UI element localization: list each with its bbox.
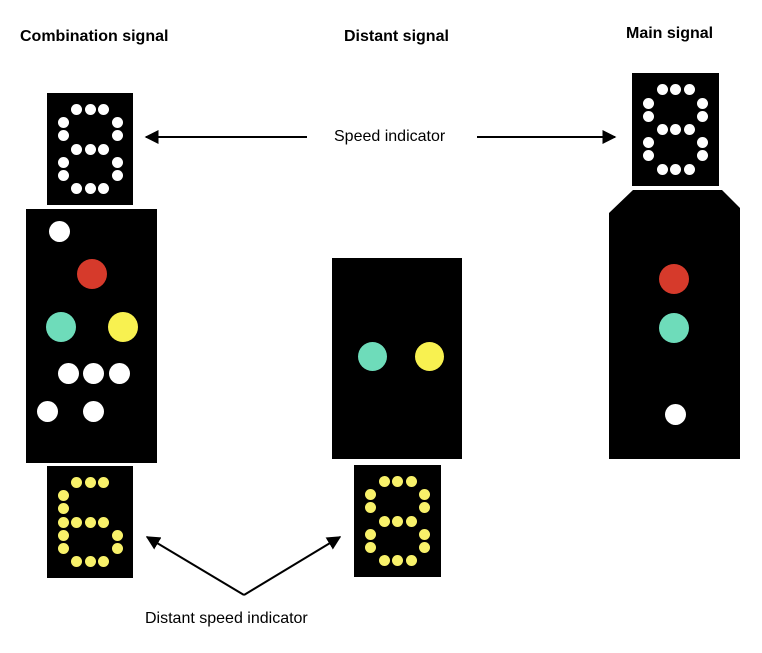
combination-speed-indicator-dot [111, 156, 123, 168]
combination-distant-speed-indicator-dot [111, 542, 123, 554]
combination-speed-indicator-dot [84, 183, 96, 195]
main-speed-indicator-dot [670, 84, 681, 96]
combination-speed-indicator-dot [57, 169, 69, 181]
distant-speed-indicator-dot [419, 502, 430, 514]
main-speed-indicator-dot [643, 97, 654, 109]
distant-signal-title: Distant signal [344, 28, 449, 45]
combination-distant-speed-indicator-dot [57, 490, 69, 502]
distant-speed-indicator-dot [405, 515, 417, 527]
main-white-lamp [665, 404, 686, 425]
combination-distant-speed-indicator-dot [98, 476, 109, 488]
combination-distant-speed-indicator-dot [84, 556, 96, 568]
combination-speed-indicator-dot [84, 143, 96, 155]
distant-speed-indicator-dot [365, 489, 376, 501]
combination-distant-speed-indicator-dot [71, 476, 82, 488]
main-speed-indicator-dot [670, 124, 681, 135]
green-lamp [358, 342, 387, 371]
distant-speed-indicator-dot [405, 475, 417, 487]
red-lamp [77, 259, 107, 289]
main-speed-indicator-dot [656, 124, 668, 135]
white-lamp-row-1 [58, 363, 79, 384]
arrow-to-distant-indicator [243, 536, 342, 596]
main-speed-indicator-dot [683, 84, 695, 96]
distant-speed-indicator-dot [365, 502, 376, 514]
combination-speed-indicator-dot [71, 183, 82, 195]
white-lamp-bottom-right [83, 401, 104, 422]
white-lamp-row-2 [83, 363, 104, 384]
distant-speed-indicator-dot [392, 475, 403, 487]
combination-distant-speed-indicator [47, 466, 133, 578]
yellow-lamp [108, 312, 138, 342]
speed-indicator-label: Speed indicator [334, 128, 446, 145]
combination-speed-indicator-dot [98, 183, 109, 195]
white-lamp-row-3 [109, 363, 130, 384]
main-speed-indicator-dot [697, 110, 708, 122]
combination-speed-indicator-dot [57, 130, 69, 142]
combination-signal-title: Combination signal [20, 28, 169, 45]
distant-speed-indicator-dot [392, 515, 403, 527]
distant-speed-indicator-dot [378, 475, 390, 487]
combination-speed-indicator-dot [111, 130, 123, 142]
distant-speed-indicator-dot [365, 528, 376, 540]
distant-speed-indicator-dot [392, 555, 403, 567]
combination-distant-speed-indicator-dot [98, 516, 109, 528]
combination-distant-speed-indicator-dot [71, 556, 82, 568]
distant-speed-indicator-dot [419, 528, 430, 540]
main-speed-indicator-dot [697, 97, 708, 109]
combination-distant-speed-indicator-dot [84, 476, 96, 488]
main-speed-indicator-dot [683, 124, 695, 135]
combination-speed-indicator-dot [57, 117, 69, 129]
combination-distant-speed-indicator-dot [98, 556, 109, 568]
combination-distant-speed-indicator-dot [57, 542, 69, 554]
combination-distant-speed-indicator-dot [71, 516, 82, 528]
combination-speed-indicator-dot [111, 169, 123, 181]
main-speed-indicator-dot [697, 137, 708, 149]
combination-distant-speed-indicator-dot [84, 516, 96, 528]
combination-speed-indicator [47, 93, 133, 205]
yellow-lamp [415, 342, 444, 371]
distant-speed-indicator-dot [419, 541, 430, 553]
distant-speed-indicator-dot [365, 541, 376, 553]
distant-speed-indicator-dot [378, 515, 390, 527]
combination-speed-indicator-dot [98, 143, 109, 155]
main-speed-indicator-dot [643, 110, 654, 122]
combination-speed-indicator-dot [71, 143, 82, 155]
combination-speed-indicator-dot [111, 117, 123, 129]
combination-distant-speed-indicator-dot [57, 503, 69, 515]
combination-distant-speed-indicator-dot [57, 516, 69, 528]
main-speed-indicator-dot [656, 84, 668, 96]
main-speed-indicator-dot [670, 163, 681, 175]
main-speed-indicator [632, 73, 719, 186]
distant-speed-indicator-dot [419, 489, 430, 501]
main-speed-indicator-dot [683, 163, 695, 175]
white-lamp-top [49, 221, 70, 242]
combination-speed-indicator-dot [71, 103, 82, 115]
combination-speed-indicator-dot [84, 103, 96, 115]
main-speed-indicator-dot [643, 150, 654, 162]
green-lamp [46, 312, 76, 342]
distant-signal-head [332, 258, 462, 459]
combination-distant-speed-indicator-dot [57, 529, 69, 541]
main-speed-indicator-dot [697, 150, 708, 162]
white-lamp-bottom-left [37, 401, 58, 422]
distant-speed-indicator [354, 465, 441, 577]
main-green-lamp [659, 313, 689, 343]
combination-distant-speed-indicator-dot [111, 529, 123, 541]
combination-speed-indicator-dot [57, 156, 69, 168]
distant-speed-indicator-dot [405, 555, 417, 567]
main-speed-indicator-dot [643, 137, 654, 149]
combination-signal-head [26, 209, 157, 463]
combination-speed-indicator-dot [98, 103, 109, 115]
main-red-lamp [659, 264, 689, 294]
main-signal-title: Main signal [626, 25, 714, 42]
main-speed-indicator-dot [656, 163, 668, 175]
arrow-to-combination-distant-indicator [145, 536, 245, 596]
distant-speed-indicator-dot [378, 555, 390, 567]
distant-speed-indicator-label: Distant speed indicator [145, 610, 308, 627]
